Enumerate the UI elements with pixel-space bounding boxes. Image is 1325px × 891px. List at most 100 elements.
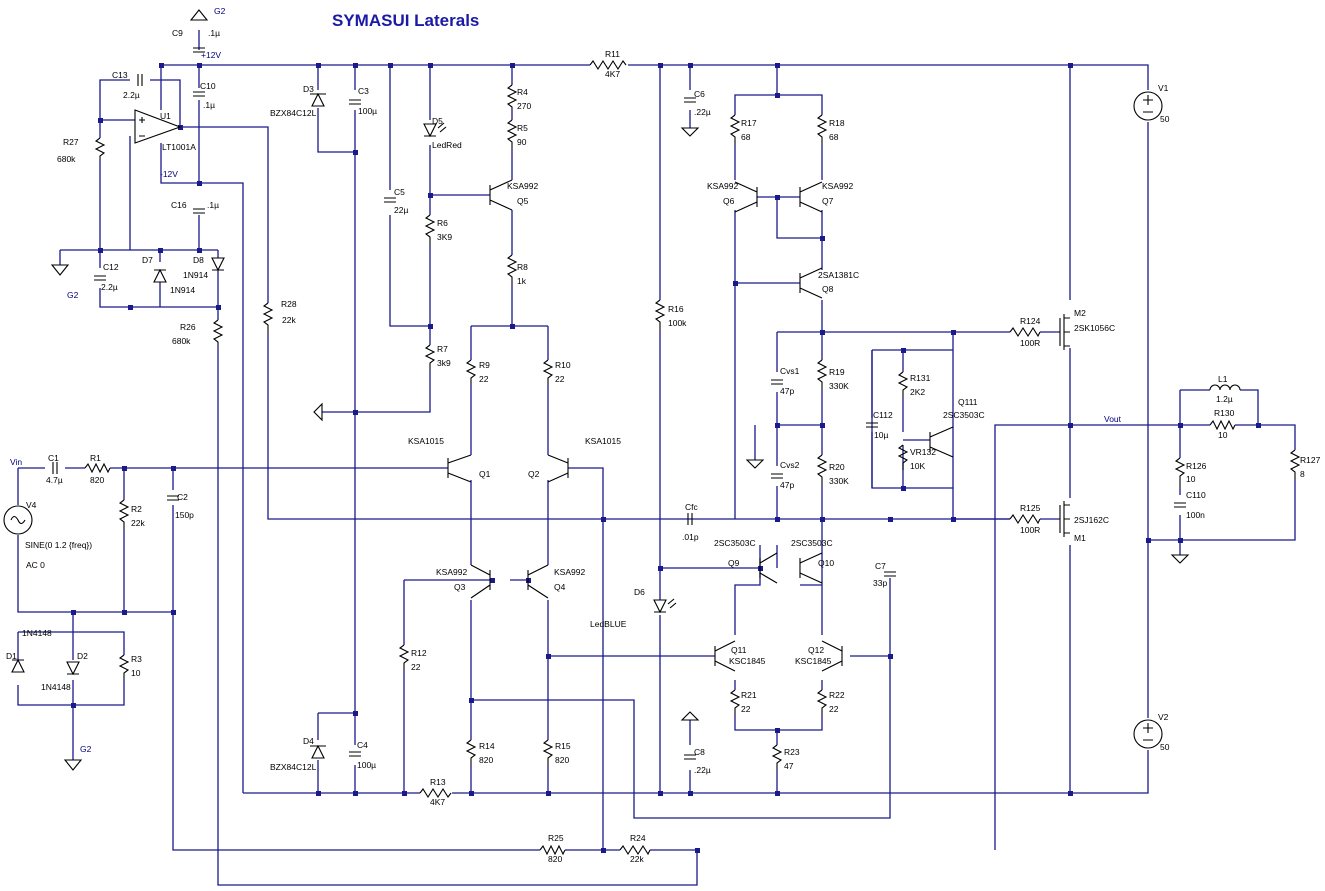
resistor-r24 (619, 844, 651, 856)
value-c4: 100µ (357, 760, 376, 770)
net-g2-top: G2 (214, 6, 226, 16)
value-d3: BZX84C12L (270, 108, 317, 118)
value-r27: 680k (57, 154, 76, 164)
value-r124: 100R (1020, 338, 1040, 348)
resistor-r5 (506, 119, 518, 150)
capacitor-cfc (687, 513, 693, 525)
value-q10: 2SC3503C (791, 538, 833, 548)
capacitor-c110 (1174, 502, 1186, 508)
value-r16: 100k (668, 318, 687, 328)
label-r18: R18 (829, 118, 845, 128)
capacitor-c6 (684, 97, 696, 103)
value-d6: LedBLUE (590, 619, 627, 629)
resistor-r25 (539, 844, 566, 856)
junctions (71, 63, 1261, 853)
label-q2: Q2 (528, 469, 540, 479)
label-r127: R127 (1300, 455, 1321, 465)
resistor-r130 (1209, 419, 1236, 431)
capacitor-c12 (94, 275, 106, 281)
label-r6: R6 (437, 218, 448, 228)
label-c6: C6 (694, 89, 705, 99)
resistor-r11 (589, 59, 627, 71)
resistor-r6 (424, 214, 436, 245)
net-vout: Vout (1104, 414, 1122, 424)
value-q3: KSA992 (436, 567, 467, 577)
label-r26: R26 (180, 322, 196, 332)
label-r22: R22 (829, 690, 845, 700)
label-cfc: Cfc (685, 502, 699, 512)
value-r11: 4K7 (605, 69, 620, 79)
label-q7: Q7 (822, 196, 834, 206)
label-c12: C12 (103, 262, 119, 272)
resistor-r10 (542, 359, 554, 385)
transistor-q1 (447, 454, 472, 483)
resistor-r18 (816, 114, 828, 145)
resistor-r124 (1009, 326, 1041, 338)
opamp-u1 (134, 109, 182, 144)
label-r7: R7 (437, 344, 448, 354)
value-r2: 22k (131, 518, 145, 528)
value-r3: 10 (131, 668, 141, 678)
ground-c8 (680, 711, 700, 721)
value-d2: 1N4148 (41, 682, 71, 692)
capacitor-cvs1 (771, 379, 783, 385)
value-r21: 22 (741, 704, 751, 714)
label-c13: C13 (112, 70, 128, 80)
capacitor-c2 (167, 495, 179, 501)
resistor-r23 (771, 744, 783, 770)
value-q9: 2SC3503C (714, 538, 756, 548)
capacitor-c16 (193, 208, 205, 214)
label-d2: D2 (77, 651, 88, 661)
value-cfc: .01p (682, 532, 699, 542)
label-r2: R2 (131, 504, 142, 514)
value-d5: LedRed (432, 140, 462, 150)
transistor-q7 (799, 181, 823, 213)
capacitor-c5 (384, 197, 396, 203)
mosfet-m1 (1059, 501, 1070, 537)
value-r1: 820 (90, 475, 104, 485)
value-c13: 2.2µ (123, 90, 140, 100)
value-m2: 2SK1056C (1074, 323, 1115, 333)
transistor-q8 (799, 267, 823, 299)
resistor-r2 (118, 499, 130, 530)
label-m1: M1 (1074, 533, 1086, 543)
label-d6: D6 (634, 587, 645, 597)
value-r7: 3k9 (437, 358, 451, 368)
resistor-r14 (465, 739, 477, 765)
ground-ref (313, 402, 323, 422)
mosfet-m2 (1059, 314, 1070, 350)
label-r3: R3 (131, 654, 142, 664)
label-r20: R20 (829, 462, 845, 472)
label-c4: C4 (357, 740, 368, 750)
net-labels: G2 G2 G2 +12V -12V Vin Vout (10, 6, 1122, 754)
label-r125: R125 (1020, 503, 1041, 513)
value-r26: 680k (172, 336, 191, 346)
label-r9: R9 (479, 360, 490, 370)
value-c7: 33p (873, 578, 887, 588)
label-r5: R5 (517, 123, 528, 133)
transistor-q3 (470, 564, 491, 599)
label-d3: D3 (303, 84, 314, 94)
value-q6: KSA992 (707, 181, 738, 191)
label-r23: R23 (784, 747, 800, 757)
capacitor-c7 (884, 571, 896, 577)
label-u1: U1 (160, 111, 171, 121)
value-l1: 1.2µ (1216, 394, 1233, 404)
value-c8: .22µ (694, 765, 711, 775)
label-r27: R27 (63, 137, 79, 147)
value-d4: BZX84C12L (270, 762, 317, 772)
label-d8: D8 (193, 255, 204, 265)
value-r28: 22k (282, 315, 296, 325)
resistor-r1 (84, 462, 111, 474)
value-c3: 100µ (358, 106, 377, 116)
ground-out (1170, 554, 1190, 564)
value-q1: KSA1015 (408, 436, 444, 446)
capacitor-c9 (193, 47, 205, 53)
transistor-q5 (489, 179, 513, 211)
label-q5: Q5 (517, 196, 529, 206)
value-c6: .22µ (694, 107, 711, 117)
resistor-r8 (506, 254, 518, 285)
label-c3: C3 (358, 86, 369, 96)
label-v1: V1 (1158, 83, 1169, 93)
transistor-q12 (821, 640, 843, 672)
